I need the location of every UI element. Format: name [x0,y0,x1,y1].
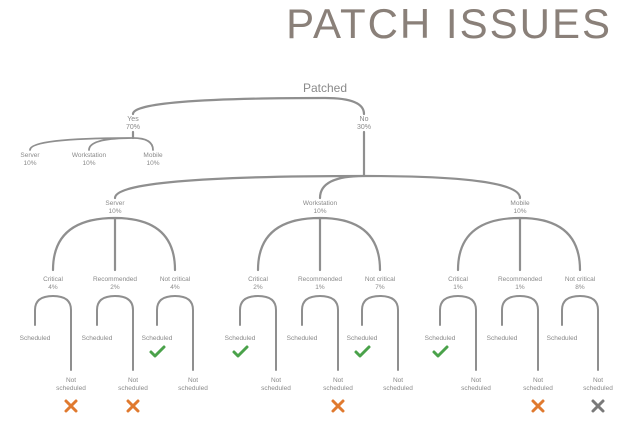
yes-branch [29,137,154,151]
group-0-child-1-pct: 2% [110,284,120,291]
group-2-child-2-pct: 8% [575,284,585,291]
group-2-child-0-scheduled: Scheduled [425,335,456,342]
group-0-child-1-label: Recommended [93,276,137,283]
group-0-child-2-branch [156,294,194,371]
group-1-pct: 10% [313,208,326,215]
group-1-child-1-not: Not [333,377,343,384]
no-node-label: No [360,116,369,123]
group-1-child-1-label: Recommended [298,276,342,283]
root-branch [131,96,366,116]
group-0-child-2-scheduled: Scheduled [142,335,173,342]
group-2-branch [456,216,582,272]
root-label: Patched [303,81,347,95]
group-2-child-1-pct: 1% [515,284,525,291]
group-1-child-2-scheduled: Scheduled [347,335,378,342]
check-icon [149,345,166,358]
group-0-label: Server [105,200,125,207]
group-1-child-0-not: Not [271,377,281,384]
group-1-child-2-pct: 7% [375,284,385,291]
group-0-child-0-branch [34,294,72,371]
group-0-child-0-scheduled: Scheduled [20,335,51,342]
group-0-child-0-pct: 4% [48,284,58,291]
group-1-child-1-scheduled-word: scheduled [323,385,353,392]
group-2-child-0-label: Critical [448,276,468,283]
group-0-child-1-scheduled: Scheduled [82,335,113,342]
group-0-branch [51,216,177,272]
group-0-child-2-not: Not [188,377,198,384]
group-1-child-1-scheduled: Scheduled [287,335,318,342]
group-0-child-1-branch [96,294,134,371]
group-1-child-0-label: Critical [248,276,268,283]
group-2-child-1-label: Recommended [498,276,542,283]
group-1-child-2-label: Not critical [365,276,396,283]
group-2-child-0-not: Not [471,377,481,384]
group-2-child-1-scheduled-word: scheduled [523,385,553,392]
group-2-child-2-scheduled-word: scheduled [583,385,613,392]
group-2-child-0-branch [439,294,477,371]
group-0-pct: 10% [108,208,121,215]
diagram-title: PATCH ISSUES [286,0,612,47]
cross-icon [64,399,78,413]
group-1-child-2-scheduled-word: scheduled [383,385,413,392]
cross-icon [331,399,345,413]
yes-child-0-pct: 10% [23,160,36,167]
group-2-child-2-not: Not [593,377,603,384]
group-0-child-2-pct: 4% [170,284,180,291]
group-0-child-2-scheduled-word: scheduled [178,385,208,392]
group-0-child-2-label: Not critical [160,276,191,283]
group-2-child-1-not: Not [533,377,543,384]
yes-node-label: Yes [127,116,139,123]
group-1-child-1-branch [301,294,339,371]
group-2-label: Mobile [510,200,530,207]
group-0-child-0-not: Not [66,377,76,384]
check-icon [232,345,249,358]
group-2-child-2-label: Not critical [565,276,596,283]
group-2-child-2-scheduled: Scheduled [547,335,578,342]
group-2-child-0-pct: 1% [453,284,463,291]
group-0-child-1-not: Not [128,377,138,384]
yes-child-0-label: Server [20,152,40,159]
cross-icon [531,399,545,413]
yes-child-1-pct: 10% [82,160,95,167]
group-2-child-2-branch [561,294,599,371]
group-2-pct: 10% [513,208,526,215]
group-0-child-0-label: Critical [43,276,63,283]
yes-node-pct: 70% [126,124,140,131]
group-2-child-0-scheduled-word: scheduled [461,385,491,392]
cross-gray-icon [591,399,605,413]
yes-child-1-label: Workstation [72,152,107,159]
check-icon [354,345,371,358]
check-icon [432,345,449,358]
group-1-child-0-scheduled: Scheduled [225,335,256,342]
no-branch [113,174,522,200]
group-0-child-1-scheduled-word: scheduled [118,385,148,392]
no-node-pct: 30% [357,124,371,131]
yes-child-2-pct: 10% [146,160,159,167]
yes-child-2-label: Mobile [143,152,163,159]
group-1-child-0-branch [239,294,277,371]
cross-icon [126,399,140,413]
group-1-label: Workstation [303,200,338,207]
group-2-child-1-scheduled: Scheduled [487,335,518,342]
group-1-child-2-branch [361,294,399,371]
group-1-child-0-pct: 2% [253,284,263,291]
group-1-child-0-scheduled-word: scheduled [261,385,291,392]
group-1-branch [256,216,382,272]
group-1-child-1-pct: 1% [315,284,325,291]
group-2-child-1-branch [501,294,539,371]
group-1-child-2-not: Not [393,377,403,384]
group-0-child-0-scheduled-word: scheduled [56,385,86,392]
